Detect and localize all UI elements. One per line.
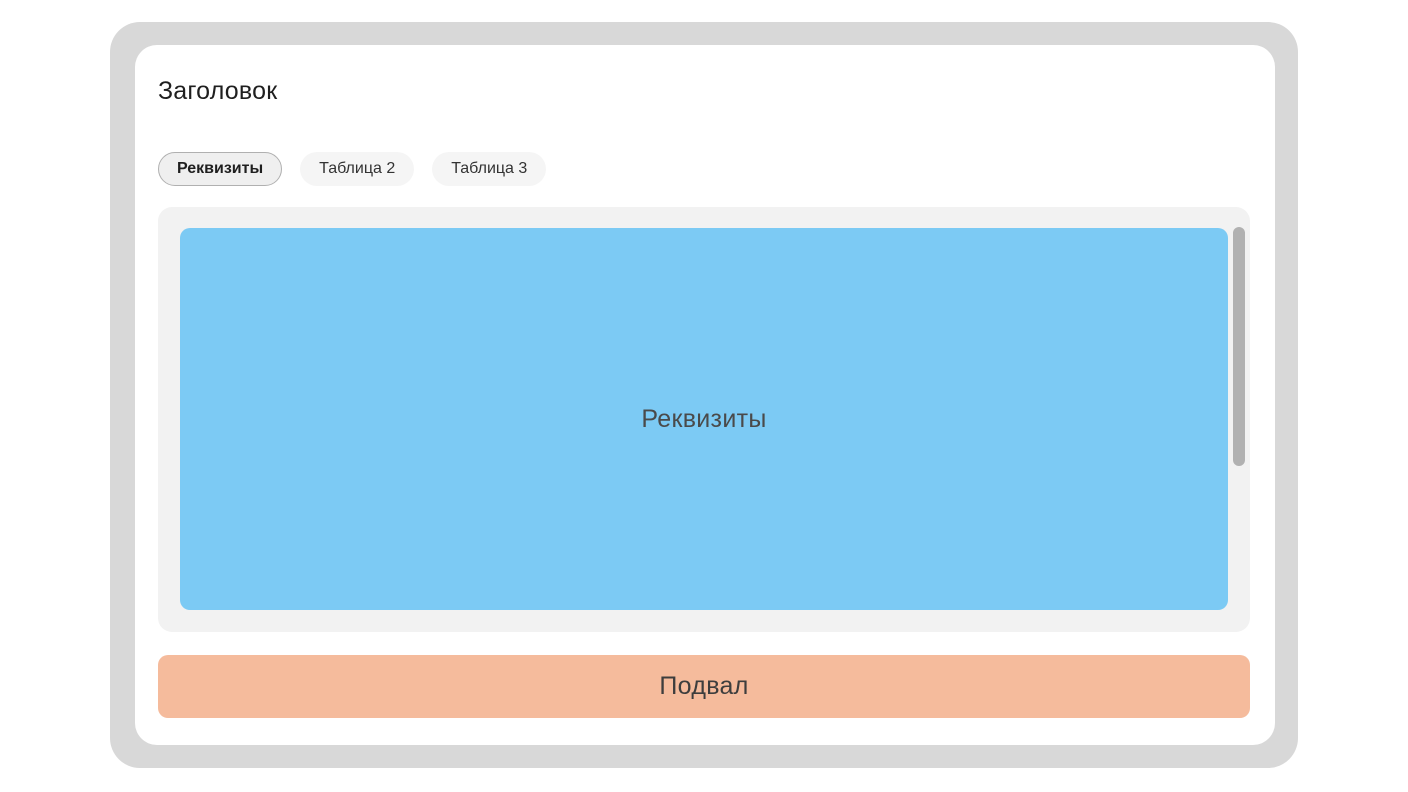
content-panel: Реквизиты xyxy=(158,207,1250,632)
tab-table-2[interactable]: Таблица 2 xyxy=(300,152,415,186)
window-frame: Заголовок Реквизиты Таблица 2 Таблица 3 … xyxy=(110,22,1298,768)
content-placeholder: Реквизиты xyxy=(180,228,1228,610)
footer-label: Подвал xyxy=(659,672,749,700)
content-card: Заголовок Реквизиты Таблица 2 Таблица 3 … xyxy=(135,45,1275,745)
scrollbar-thumb[interactable] xyxy=(1233,227,1245,466)
tab-requisites[interactable]: Реквизиты xyxy=(158,152,283,186)
footer-bar: Подвал xyxy=(158,655,1250,718)
content-label: Реквизиты xyxy=(641,404,767,433)
tab-bar: Реквизиты Таблица 2 Таблица 3 xyxy=(158,152,547,186)
tab-table-3[interactable]: Таблица 3 xyxy=(432,152,547,186)
page-title: Заголовок xyxy=(158,77,278,105)
